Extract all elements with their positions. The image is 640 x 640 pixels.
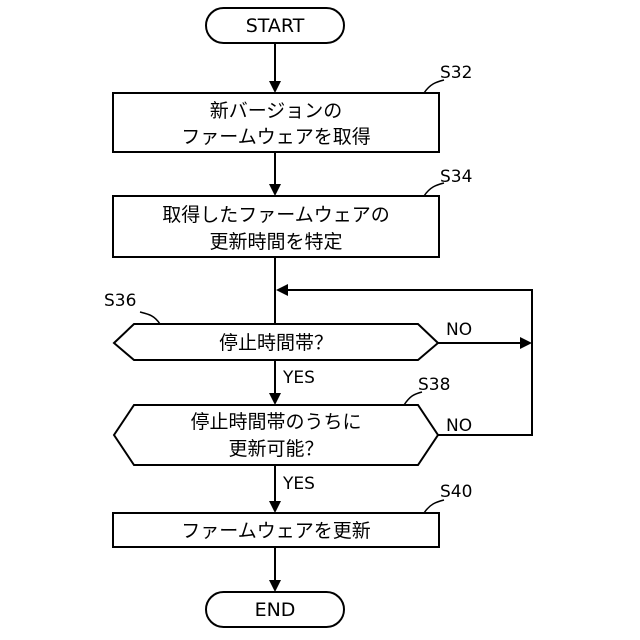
s32-line1: 新バージョンの	[210, 100, 343, 122]
start-label: START	[246, 15, 305, 37]
s40-label: ファームウェアを更新	[181, 520, 370, 542]
s34-line1: 取得したファームウェアの	[162, 204, 389, 226]
arrowhead	[520, 337, 532, 349]
decision-s36: 停止時間帯？ S36 NO YES	[104, 291, 472, 388]
s38-step-code: S38	[418, 375, 450, 395]
arrowhead	[269, 393, 281, 405]
s38-line1: 停止時間帯のうちに	[190, 411, 361, 433]
s36-leader-line	[140, 312, 160, 324]
s40-step-code: S40	[440, 482, 472, 502]
s36-no-label: NO	[446, 320, 472, 340]
arrowhead	[269, 184, 281, 196]
end-terminal: END	[206, 592, 344, 627]
s36-step-code: S36	[104, 291, 136, 311]
s34-step-code: S34	[440, 167, 472, 187]
decision-s38: 停止時間帯のうちに 更新可能？ S38 NO YES	[114, 375, 472, 494]
arrowhead	[269, 81, 281, 93]
s36-yes-label: YES	[282, 368, 315, 388]
step-s34: 取得したファームウェアの 更新時間を特定 S34	[113, 167, 472, 257]
s32-step-code: S32	[440, 63, 472, 83]
s36-question: 停止時間帯？	[219, 332, 333, 354]
end-label: END	[255, 599, 296, 621]
start-terminal: START	[206, 8, 344, 43]
step-s32: 新バージョンの ファームウェアを取得 S32	[113, 63, 472, 152]
s38-line2: 更新可能？	[228, 438, 323, 460]
arrowhead	[276, 284, 288, 296]
arrowhead	[269, 501, 281, 513]
s34-line2: 更新時間を特定	[209, 231, 342, 253]
s38-yes-label: YES	[282, 474, 315, 494]
s38-no-label: NO	[446, 416, 472, 436]
arrowhead	[269, 580, 281, 592]
s32-line2: ファームウェアを取得	[181, 126, 370, 148]
